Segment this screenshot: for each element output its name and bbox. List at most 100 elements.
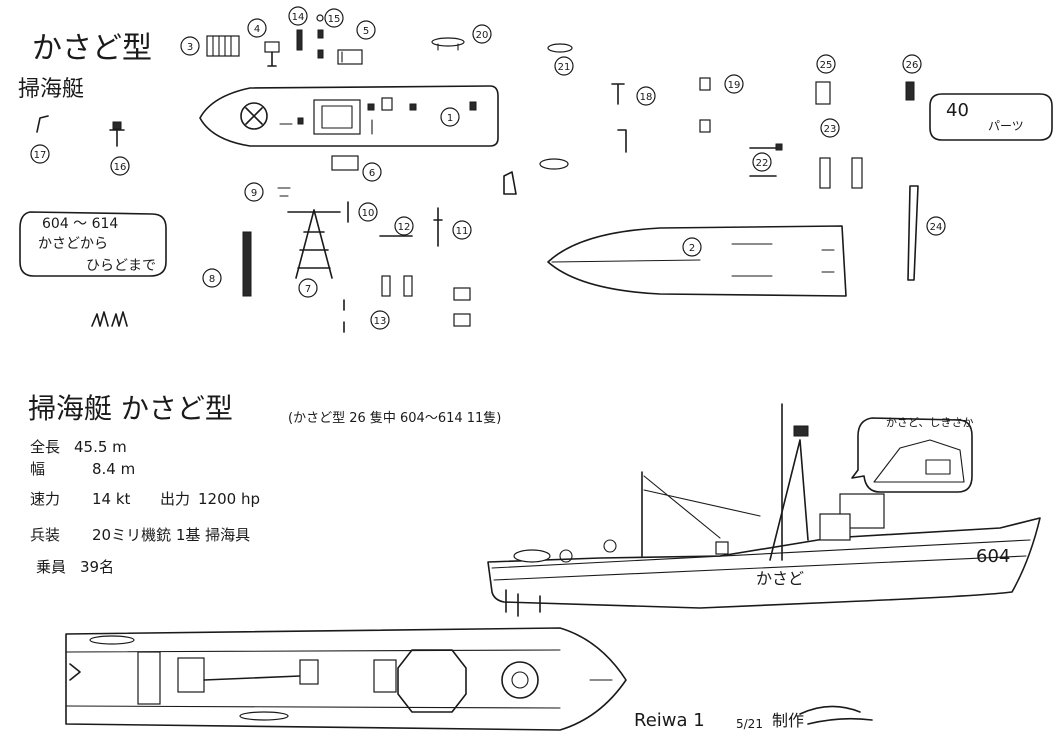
svg-text:10: 10 [362, 208, 375, 219]
part-15-drawing [316, 14, 324, 59]
part-number-15: 15 [324, 8, 344, 28]
parts-count: 40 [946, 100, 969, 121]
svg-text:8: 8 [209, 274, 215, 285]
parts-count-box: 40 パーツ [929, 93, 1053, 141]
part-number-7: 7 [298, 278, 318, 298]
spec-value-crew: 39名 [80, 558, 114, 576]
part-number-19: 19 [724, 74, 744, 94]
spec-heading-note: (かさど型 26 隻中 604〜614 11隻) [288, 411, 501, 426]
part-16-drawing [109, 121, 125, 147]
part-9-drawing [277, 187, 291, 197]
range-note-line-1: 604 〜 614 [42, 216, 118, 232]
footer-signature: 制作 [772, 711, 804, 730]
ship-top-view-drawing [65, 627, 627, 731]
svg-text:14: 14 [292, 12, 305, 23]
part-20-drawing [431, 37, 465, 51]
part-number-21: 21 [554, 56, 574, 76]
svg-text:26: 26 [906, 60, 919, 71]
part-number-4: 4 [247, 18, 267, 38]
part-11-drawing [433, 207, 443, 247]
spec-list: 全長 45.5 m 幅 8.4 m 速力 14 kt 出力 1200 hp 兵装… [30, 438, 260, 576]
part-24-drawing [907, 185, 919, 281]
part-number-14: 14 [288, 6, 308, 26]
part-number-18: 18 [636, 86, 656, 106]
svg-text:2: 2 [689, 243, 695, 254]
inset-caption: かさど、しきさか [886, 416, 973, 429]
part-number-8: 8 [202, 268, 222, 288]
svg-text:9: 9 [251, 188, 257, 199]
part-number-2: 2 [682, 237, 702, 257]
part-number-25: 25 [816, 54, 836, 74]
spec-label-length: 全長 [30, 438, 60, 456]
svg-text:1: 1 [447, 113, 453, 124]
part-number-20: 20 [472, 24, 492, 44]
spec-value-length: 45.5 m [74, 438, 127, 456]
part-14-drawing [296, 29, 303, 51]
part-number-26: 26 [902, 54, 922, 74]
svg-text:4: 4 [254, 24, 260, 35]
svg-text:11: 11 [456, 226, 469, 237]
spec-label-crew: 乗員 [36, 558, 66, 576]
part-number-9: 9 [244, 182, 264, 202]
part-18-drawing [611, 83, 625, 105]
part-1-deck-drawing [199, 85, 499, 147]
ship-side-view-drawing: 604 かさど [487, 403, 1041, 617]
part-17-drawing [36, 115, 49, 133]
hull-number: 604 [976, 546, 1010, 567]
svg-text:19: 19 [728, 80, 741, 91]
part-number-13: 13 [370, 310, 390, 330]
part-number-24: 24 [926, 216, 946, 236]
part-5-drawing [337, 49, 363, 65]
part-13-drawing [343, 275, 413, 333]
part-21-drawing [547, 43, 573, 53]
spec-label-armament: 兵装 [30, 526, 60, 544]
range-note-box: 604 〜 614 かさどから ひらどまで [19, 211, 167, 277]
ship-name: かさど [756, 569, 804, 588]
part-18b-drawing [617, 129, 627, 153]
part-number-17: 17 [30, 144, 50, 164]
svg-text:6: 6 [369, 168, 375, 179]
part-number-11: 11 [452, 220, 472, 240]
part-19-drawing [699, 77, 711, 133]
spec-value-power: 1200 hp [198, 490, 260, 508]
parts-label: パーツ [988, 119, 1024, 133]
svg-text:25: 25 [820, 60, 833, 71]
range-note-line-2: かさどから [38, 236, 108, 252]
svg-text:13: 13 [374, 316, 387, 327]
svg-text:17: 17 [34, 150, 47, 161]
svg-text:3: 3 [187, 42, 193, 53]
svg-text:24: 24 [930, 222, 943, 233]
part-bucket-drawing [453, 287, 471, 327]
part-2-hull-drawing [503, 158, 847, 297]
part-number-22: 22 [752, 152, 772, 172]
part-number-1: 1 [440, 107, 460, 127]
svg-text:22: 22 [756, 158, 769, 169]
svg-text:21: 21 [558, 62, 571, 73]
part-number-23: 23 [820, 118, 840, 138]
part-25-drawing [815, 81, 831, 105]
part-number-3: 3 [180, 36, 200, 56]
part-number-6: 6 [362, 162, 382, 182]
spec-value-beam: 8.4 m [92, 460, 135, 478]
footer-date: Reiwa 1 [634, 710, 705, 731]
footer-day: 5/21 [736, 717, 763, 731]
part-23-drawing [819, 157, 863, 189]
part-22-drawing [749, 143, 783, 177]
range-note-line-3: ひらどまで [86, 258, 156, 274]
sheet-subtitle: 掃海艇 [18, 77, 84, 102]
part-number-16: 16 [110, 156, 130, 176]
sheet-title: かさど型 [32, 31, 152, 66]
svg-text:7: 7 [305, 284, 311, 295]
part-7-mast-drawing [287, 209, 341, 279]
part-6-drawing [331, 155, 359, 171]
spec-label-power: 出力 [160, 490, 190, 508]
svg-text:16: 16 [114, 162, 127, 173]
spec-value-armament: 20ミリ機銃 1基 掃海具 [92, 526, 250, 544]
part-number-10: 10 [358, 202, 378, 222]
part-3-drawing [206, 35, 240, 57]
signature-scribble [799, 705, 873, 725]
svg-text:5: 5 [363, 26, 369, 37]
part-number-12: 12 [394, 216, 414, 236]
